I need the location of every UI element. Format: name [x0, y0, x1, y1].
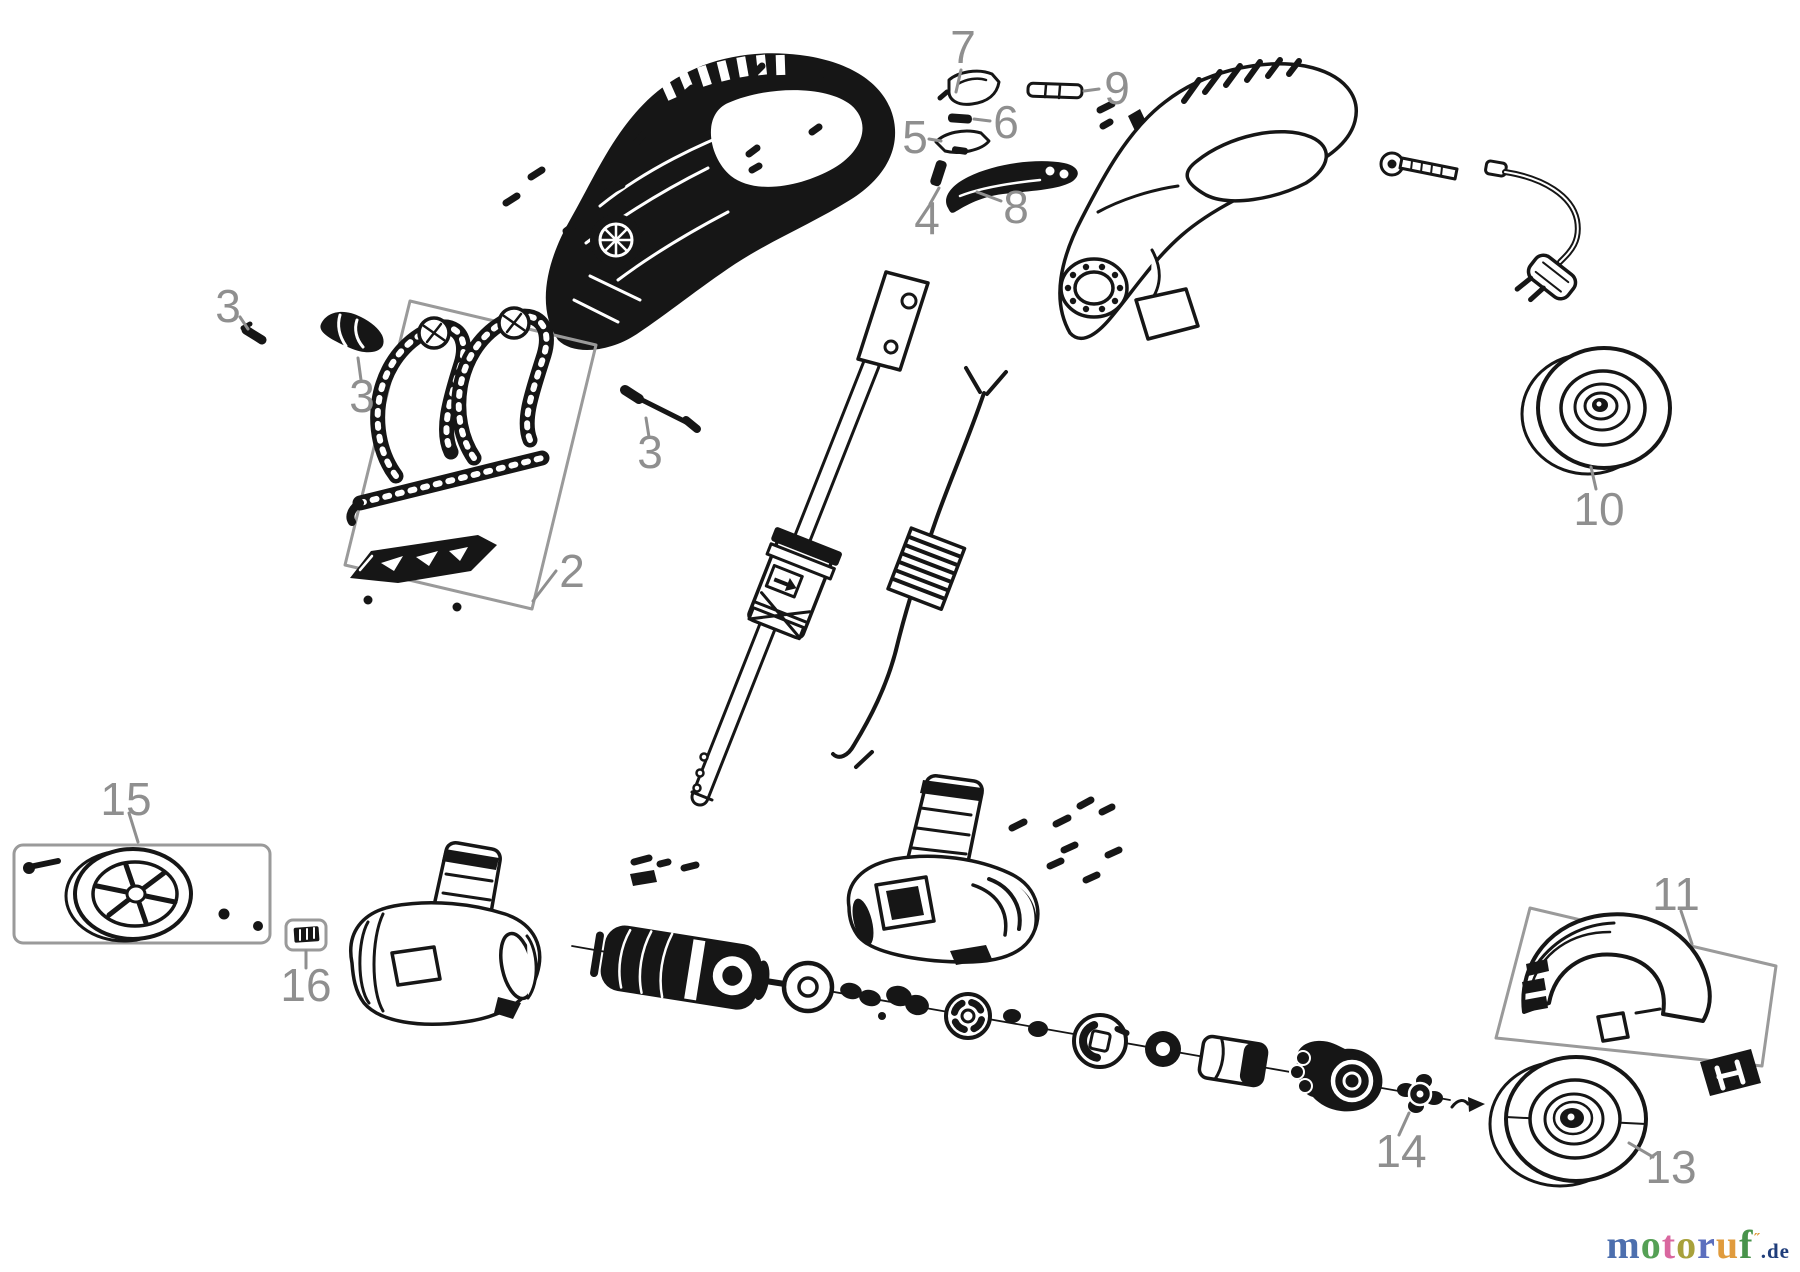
- spool-part-10: [1520, 346, 1672, 476]
- guard-kit-box-11: [1494, 906, 1778, 1068]
- bolt-part: [1379, 151, 1459, 181]
- callout-label-14: 14: [1375, 1125, 1426, 1177]
- switch-part-7: [937, 69, 1001, 106]
- callout-label-5: 5: [902, 111, 928, 163]
- vent-slots: [660, 54, 786, 101]
- screw-dot: [253, 921, 263, 931]
- screw-part-3c: [620, 385, 701, 433]
- callout-leader-10: [1589, 465, 1598, 491]
- handle-housing-right-half: [1058, 57, 1358, 341]
- callout-leader-8: [975, 190, 1003, 203]
- logo-letter: o: [1676, 1222, 1698, 1267]
- pin-part-6: [947, 113, 972, 124]
- trigger-part-5: [934, 129, 991, 155]
- gearbox-part: [1296, 1040, 1383, 1112]
- wheel-kit-box-15: [12, 843, 272, 945]
- handle-bracket-part-2: [350, 535, 497, 583]
- knob-part-14: [1397, 1074, 1443, 1113]
- callout-layer: 7 9 6 5 4 8 3 3 3 2 10 11 13 14 15 16: [100, 21, 1699, 1193]
- callout-label-3: 3: [215, 280, 241, 332]
- logo-letter: m: [1606, 1222, 1641, 1267]
- logo-letter: t: [1661, 1222, 1677, 1267]
- callout-leader-13: [1627, 1141, 1655, 1159]
- screw-block: [630, 870, 657, 886]
- shaft-coupling: [747, 527, 842, 641]
- callout-label-7: 7: [950, 21, 976, 73]
- gear-train-parts: [781, 960, 1383, 1112]
- support-wheel-part-15: [23, 847, 193, 943]
- callout-label-15: 15: [100, 773, 151, 825]
- callout-leader-4: [928, 186, 941, 206]
- screw-dot: [218, 908, 230, 920]
- callout-label-11: 11: [1652, 868, 1700, 920]
- callout-leader-15: [127, 811, 140, 844]
- power-cord: [1484, 159, 1581, 303]
- cable-spring: [886, 526, 967, 611]
- callout-label-4: 4: [914, 192, 940, 244]
- grip-ribs: [1181, 57, 1302, 104]
- motor-housing-left-half: [349, 841, 542, 1026]
- brand-flag-logo: [1700, 1049, 1761, 1096]
- callout-label-10: 10: [1573, 483, 1624, 535]
- callout-leader-5: [927, 137, 943, 143]
- callout-label-13: 13: [1645, 1141, 1696, 1193]
- callout-leader-3: [356, 356, 363, 382]
- bearing-dots: [1064, 263, 1124, 313]
- guard-part-11: [1521, 912, 1712, 1043]
- logo-letter: o: [1640, 1222, 1662, 1267]
- throttle-cable: [831, 366, 1008, 769]
- callout-leader-6: [972, 117, 992, 123]
- pin-part-9: [1026, 81, 1084, 100]
- callout-label-9: 9: [1104, 62, 1130, 114]
- logo-word: motoruf˝.de: [1606, 1221, 1790, 1268]
- callout-leader-9: [1082, 87, 1101, 93]
- folded-handle-part-2: [346, 306, 554, 526]
- cord-plug: [1514, 253, 1578, 303]
- handle-housing-left-half: [545, 53, 896, 351]
- screws-scatter-upper: [502, 62, 1116, 235]
- callout-leader-14: [1397, 1111, 1411, 1137]
- logo-letter: .de: [1760, 1239, 1790, 1263]
- cable-clip-part-16: [293, 926, 320, 943]
- callout-label-8: 8: [1003, 181, 1029, 233]
- callout-label-3: 3: [349, 370, 375, 422]
- screws-scatter-lower: [630, 796, 1123, 884]
- logo-letter: ˝: [1754, 1230, 1761, 1248]
- callout-leader-11: [1679, 909, 1694, 946]
- shaft-assembly: [690, 270, 930, 807]
- callout-leader-3: [644, 416, 651, 439]
- motor-housing-right-half: [846, 774, 1040, 965]
- screw-dot: [452, 602, 462, 612]
- kit-box-2: [343, 299, 598, 611]
- assembly-arrow-icon: [1450, 1097, 1485, 1112]
- callout-label-16: 16: [280, 959, 331, 1011]
- callout-label-6: 6: [993, 96, 1019, 148]
- logo-letter: f: [1739, 1222, 1754, 1267]
- motor: [590, 925, 792, 1010]
- callout-leader-2: [531, 569, 558, 603]
- callout-leader-3: [238, 315, 250, 331]
- handle-lever-part-8: [946, 161, 1078, 213]
- grip-part-3b: [320, 311, 384, 353]
- logo-letter: u: [1715, 1222, 1740, 1267]
- watermark-logo: motoruf˝.de: [1606, 1221, 1790, 1268]
- logo-letter: r: [1697, 1222, 1716, 1267]
- callout-label-2: 2: [559, 545, 585, 597]
- screw-dot: [363, 595, 373, 605]
- callout-label-3: 3: [637, 426, 663, 478]
- pin-part-4: [930, 160, 947, 187]
- callout-leader-7: [954, 68, 963, 94]
- spool-part-13: [1488, 1055, 1648, 1188]
